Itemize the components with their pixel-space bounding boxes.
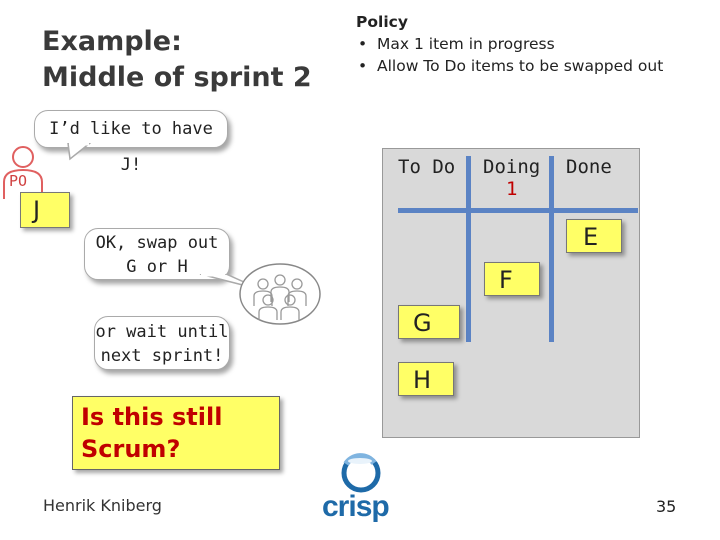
sticky-note-j: J xyxy=(20,192,70,228)
question-box: Is this still Scrum? xyxy=(72,396,280,470)
po-speech-bubble: I’d like to have J! xyxy=(34,110,228,175)
page-number: 35 xyxy=(656,497,677,516)
crisp-logo-icon xyxy=(341,453,381,493)
sticky-note-h: H xyxy=(398,362,454,396)
po-speech-text: I’d like to have J! xyxy=(49,119,213,175)
board-header-line xyxy=(398,208,638,213)
policy-block: Policy • Max 1 item in progress • Allow … xyxy=(356,11,663,77)
title-line-1: Example: xyxy=(42,26,182,57)
product-owner-icon xyxy=(3,146,43,199)
policy-heading: Policy xyxy=(356,13,408,31)
wip-limit: 1 xyxy=(506,178,518,200)
policy-item: • Max 1 item in progress xyxy=(358,35,555,53)
sticky-note-g: G xyxy=(398,305,460,339)
sticky-note-e: E xyxy=(566,219,622,253)
board-column-divider xyxy=(466,156,471,342)
column-header-done: Done xyxy=(566,156,612,178)
po-label: PO xyxy=(9,172,28,190)
board-column-divider xyxy=(549,156,554,342)
slide-title: Example: Middle of sprint 2 xyxy=(42,24,312,96)
question-line: Scrum? xyxy=(81,435,181,463)
team-speech-line: or wait until xyxy=(95,322,229,342)
team-speech-line: OK, swap out xyxy=(95,233,219,253)
column-header-todo: To Do xyxy=(398,156,456,178)
team-icon xyxy=(239,263,321,325)
author-name: Henrik Kniberg xyxy=(43,496,162,515)
team-speech-line: G or H xyxy=(126,257,188,277)
crisp-logo-text: crisp xyxy=(322,490,390,523)
policy-item: • Allow To Do items to be swapped out xyxy=(358,57,664,75)
team-speech-line: next sprint! xyxy=(100,346,224,366)
question-line: Is this still xyxy=(81,403,223,431)
title-line-2: Middle of sprint 2 xyxy=(42,62,312,93)
team-speech-bubble-wait: or wait until next sprint! xyxy=(94,316,230,370)
column-header-doing: Doing xyxy=(483,156,541,178)
team-speech-bubble-swap: OK, swap out G or H xyxy=(84,228,230,280)
po-bubble-tail xyxy=(67,143,92,161)
sticky-note-f: F xyxy=(484,262,540,296)
